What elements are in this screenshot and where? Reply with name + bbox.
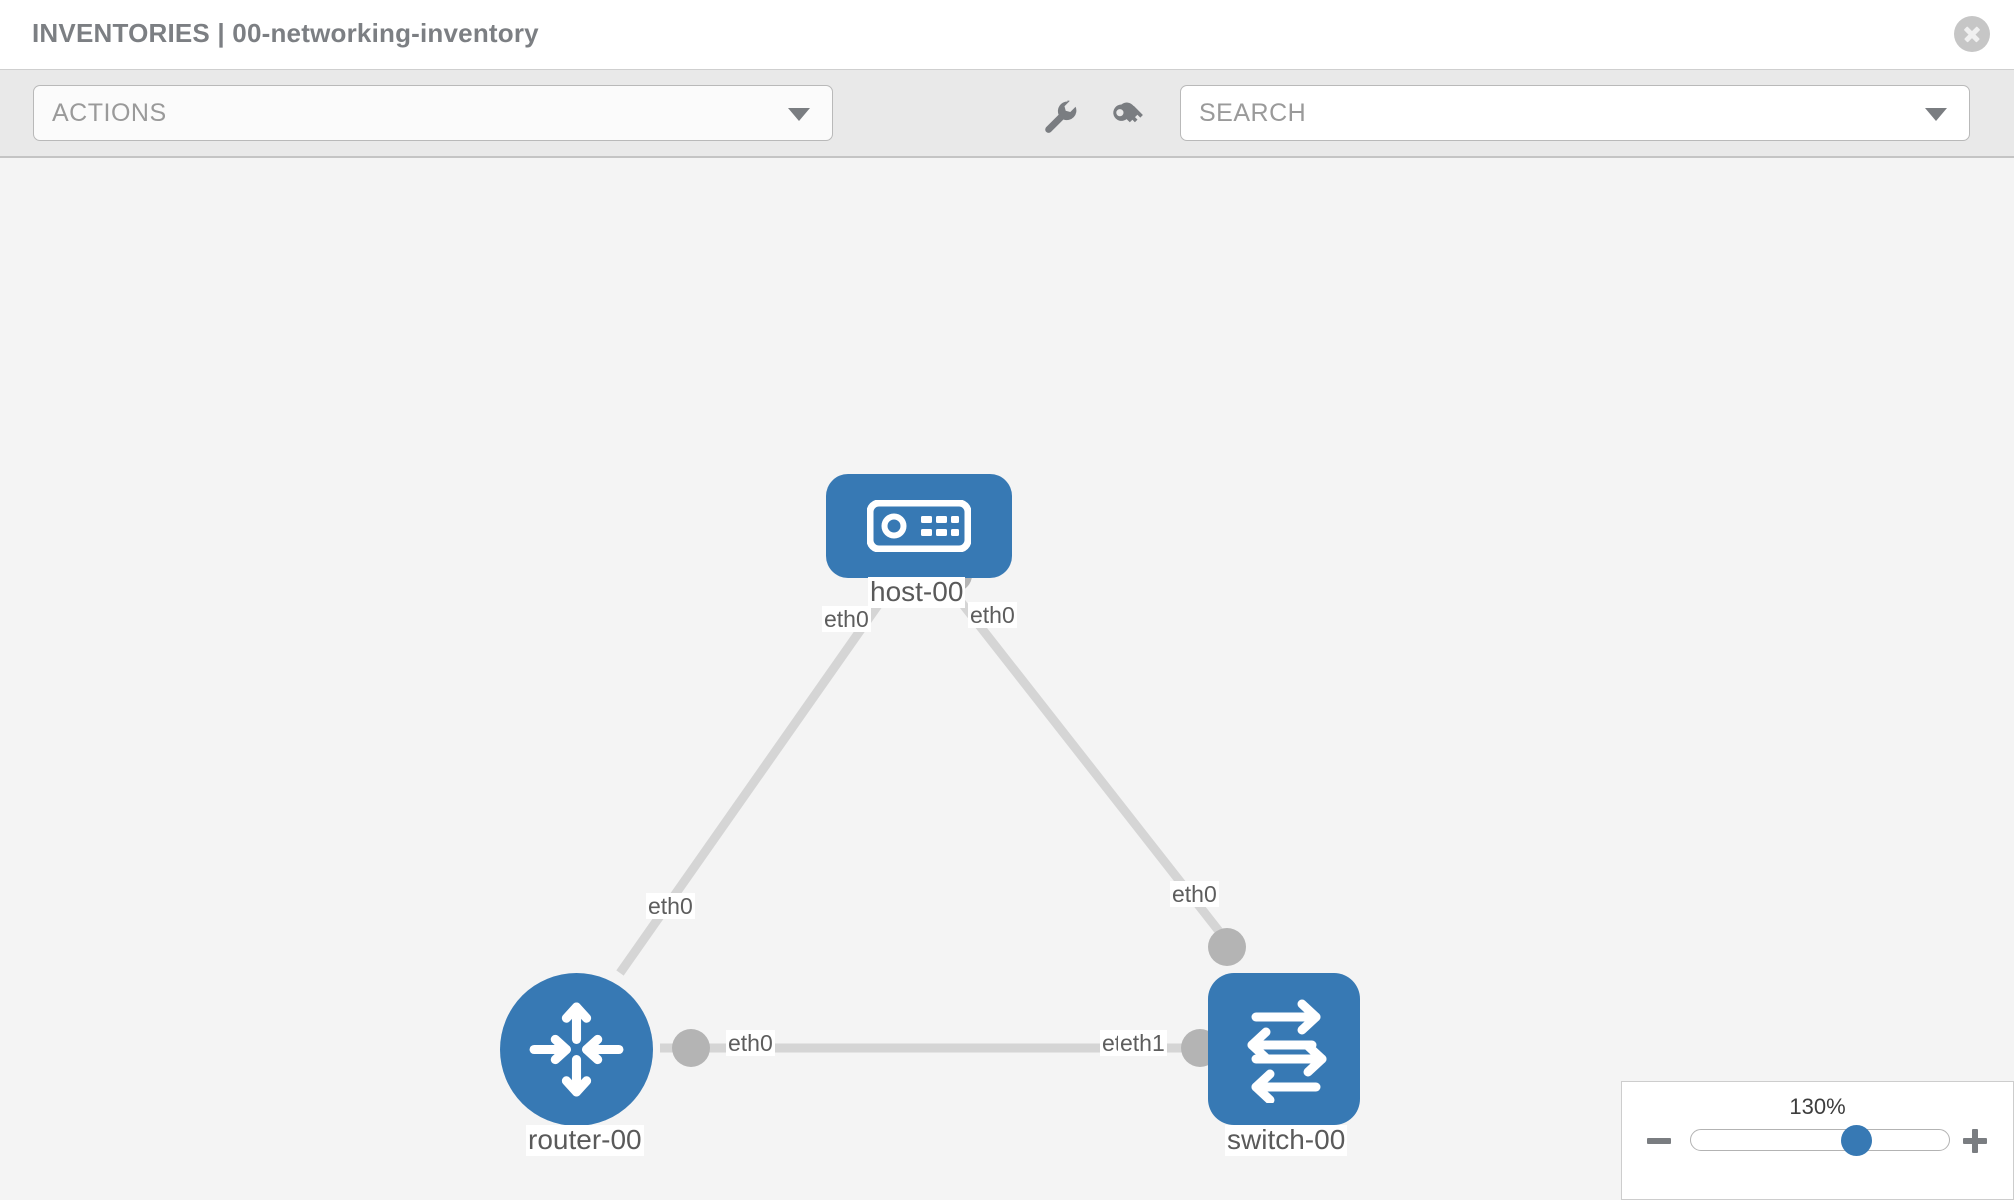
connector-router-right[interactable] [672, 1029, 710, 1067]
plus-icon-vertical [1972, 1129, 1978, 1153]
page-header: INVENTORIES | 00-networking-inventory [0, 0, 2014, 70]
edge-label-switch-left: eth1 [1118, 1030, 1167, 1057]
zoom-out-button[interactable] [1644, 1126, 1674, 1156]
toolbar: ACTIONS SEARCH [0, 70, 2014, 158]
topology-node-label-switch-00: switch-00 [1225, 1124, 1348, 1156]
topology-node-label-host-00: host-00 [868, 576, 966, 608]
actions-dropdown-label: ACTIONS [52, 99, 167, 127]
edge-label-router-right: eth0 [726, 1030, 775, 1057]
page-title: INVENTORIES | 00-networking-inventory [32, 18, 539, 48]
actions-dropdown[interactable]: ACTIONS [33, 85, 833, 141]
minus-icon [1647, 1138, 1671, 1144]
wrench-icon[interactable] [1040, 96, 1080, 136]
edge-label-host-right: eth0 [968, 602, 1017, 629]
search-input[interactable]: SEARCH [1180, 85, 1970, 141]
topology-canvas[interactable]: host-00 router-00 [0, 158, 2014, 1200]
close-icon[interactable] [1954, 16, 1990, 52]
topology-node-label-router-00: router-00 [526, 1124, 644, 1156]
switch-arrows-icon [1247, 999, 1327, 1103]
topology-edges [616, 585, 1244, 1053]
chevron-down-icon [1925, 108, 1947, 121]
edge-label-switch-up: eth0 [1170, 881, 1219, 908]
zoom-slider-track[interactable] [1690, 1129, 1950, 1151]
key-icon[interactable] [1107, 96, 1147, 136]
host-node-shape [826, 474, 1012, 578]
connector-switch-top[interactable] [1208, 928, 1246, 966]
router-arrows-icon [529, 1002, 624, 1097]
zoom-control-panel: 130% [1621, 1081, 2014, 1200]
zoom-slider-thumb[interactable] [1841, 1125, 1872, 1156]
search-input-value: SEARCH [1199, 99, 1307, 127]
zoom-in-button[interactable] [1960, 1126, 1990, 1156]
chevron-down-icon [788, 108, 810, 121]
zoom-level-label: 130% [1789, 1094, 1846, 1119]
router-node-shape [500, 973, 653, 1126]
edge-label-router-up: eth0 [646, 893, 695, 920]
edge-label-host-left: eth0 [822, 606, 871, 633]
server-appliance-icon [867, 500, 971, 552]
